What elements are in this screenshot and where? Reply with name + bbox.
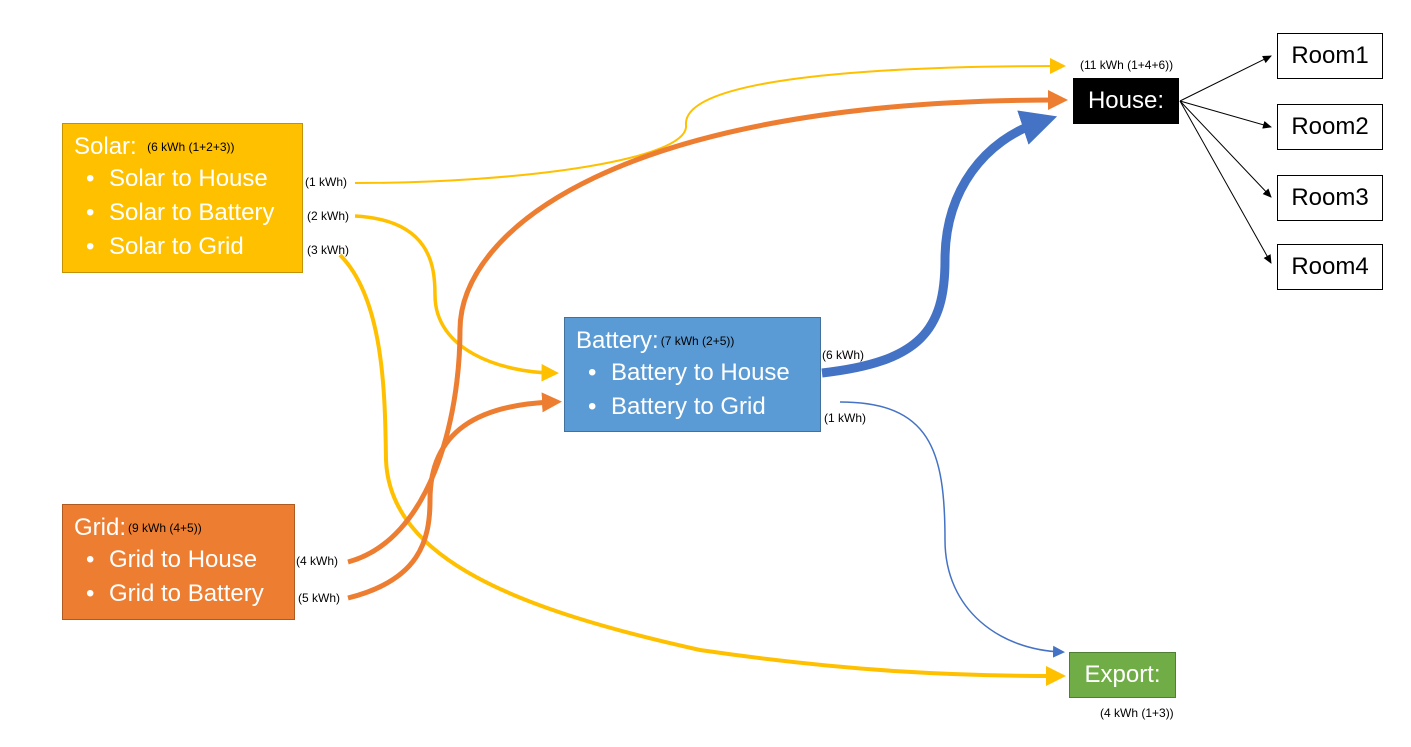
flow-grid-to-battery [347, 392, 562, 601]
bullet-icon: • [86, 199, 95, 226]
grid-item-label: Grid to House [109, 546, 258, 573]
list-item: • Grid to House [74, 543, 294, 577]
grid-to-battery-amount: (5 kWh) [298, 591, 340, 605]
house-total: (11 kWh (1+4+6)) [1080, 58, 1174, 72]
list-item: • Solar to House [74, 162, 302, 196]
flow-battery-to-export [839, 401, 1065, 658]
battery-total: (7 kWh (2+5)) [660, 334, 735, 348]
solar-total: (6 kWh (1+2+3)) [147, 140, 235, 154]
solar-box: Solar: (6 kWh (1+2+3)) • Solar to House •… [62, 123, 303, 273]
room2-box: Room2 [1277, 104, 1383, 150]
connector-house-room4 [1179, 100, 1272, 264]
grid-item-label: Grid to Battery [109, 580, 264, 607]
bullet-icon: • [86, 546, 95, 573]
grid-title: Grid: [74, 514, 127, 541]
solar-item-label: Solar to House [109, 165, 268, 192]
grid-box: Grid:(9 kWh (4+5)) • Grid to House • Grid … [62, 504, 295, 620]
export-box: Export: [1069, 652, 1176, 698]
battery-item-label: Battery to House [611, 359, 790, 386]
connector-house-room1 [1179, 55, 1272, 102]
export-total: (4 kWh (1+3)) [1100, 706, 1174, 720]
grid-total: (9 kWh (4+5)) [128, 521, 202, 535]
battery-to-house-amount: (6 kWh) [822, 348, 864, 362]
house-box: House: [1073, 78, 1179, 124]
list-item: • Battery to House [576, 356, 820, 390]
battery-to-grid-amount: (1 kWh) [824, 411, 866, 425]
grid-list: • Grid to House • Grid to Battery [74, 543, 294, 611]
list-item: • Solar to Grid [74, 230, 302, 264]
bullet-icon: • [86, 580, 95, 607]
room3-box: Room3 [1277, 175, 1383, 221]
solar-item-label: Solar to Grid [109, 233, 244, 260]
flow-grid-to-house [347, 90, 1068, 565]
battery-item-label: Battery to Grid [611, 393, 766, 420]
bullet-icon: • [588, 393, 597, 420]
room4-box: Room4 [1277, 244, 1383, 290]
battery-list: • Battery to House • Battery to Grid [576, 356, 820, 424]
list-item: • Grid to Battery [74, 577, 294, 611]
list-item: • Battery to Grid [576, 390, 820, 424]
list-item: • Solar to Battery [74, 196, 302, 230]
bullet-icon: • [588, 359, 597, 386]
connector-house-room3 [1179, 100, 1272, 198]
solar-list: • Solar to House • Solar to Battery • Solar… [74, 162, 302, 264]
flow-solar-to-battery [354, 214, 559, 382]
flow-battery-to-house [821, 110, 1058, 378]
solar-to-house-amount: (1 kWh) [305, 175, 347, 189]
export-title: Export: [1084, 661, 1161, 688]
solar-to-grid-amount: (3 kWh) [307, 243, 349, 257]
bullet-icon: • [86, 165, 95, 192]
flow-solar-to-house [354, 58, 1066, 184]
solar-to-battery-amount: (2 kWh) [307, 209, 349, 223]
solar-item-label: Solar to Battery [109, 199, 275, 226]
connector-house-room2 [1179, 100, 1272, 129]
grid-to-house-amount: (4 kWh) [296, 554, 338, 568]
house-title: House: [1087, 87, 1165, 114]
room1-box: Room1 [1277, 33, 1383, 79]
battery-title: Battery: [576, 327, 659, 354]
battery-box: Battery:(7 kWh (2+5)) • Battery to House … [564, 317, 821, 432]
solar-title: Solar: [74, 133, 137, 160]
flow-solar-to-export [338, 253, 1066, 686]
bullet-icon: • [86, 233, 95, 260]
